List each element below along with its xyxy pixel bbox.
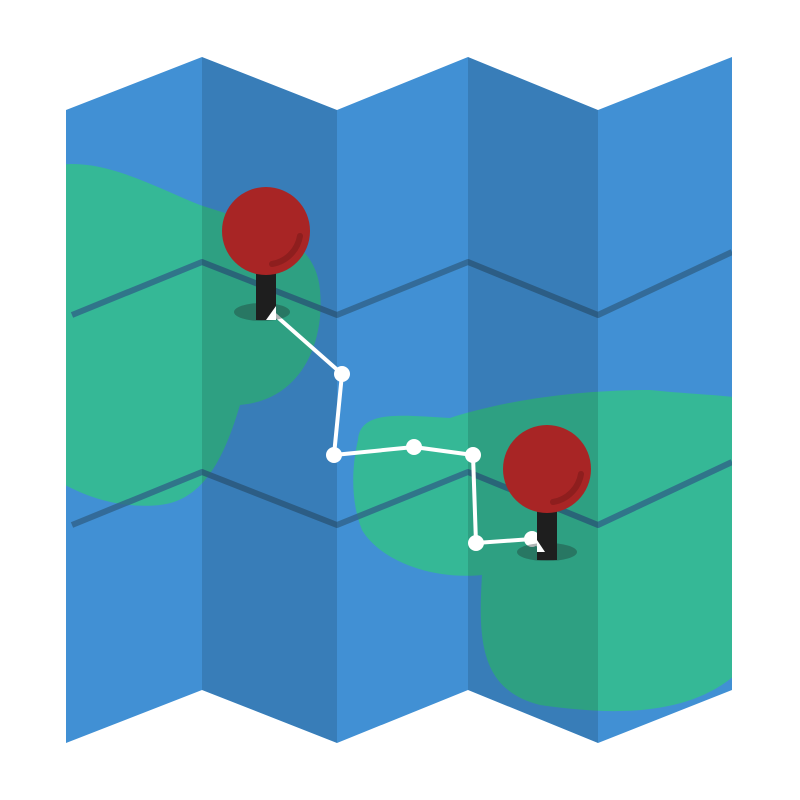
pin-head xyxy=(222,187,310,275)
map-pin-icon xyxy=(222,187,310,321)
pin-tip xyxy=(266,306,276,320)
pin-head-highlight xyxy=(269,233,303,267)
pin-tip xyxy=(537,540,545,552)
route-waypoint xyxy=(326,447,342,463)
fold-shade-1 xyxy=(202,57,337,743)
route-waypoint xyxy=(468,535,484,551)
route-line xyxy=(272,312,542,549)
route-waypoint xyxy=(334,366,350,382)
map-pin-icon xyxy=(503,425,591,561)
route-waypoint xyxy=(465,447,481,463)
fold-shade-2 xyxy=(468,57,598,743)
pin-stem xyxy=(537,508,557,560)
grid-line-lower xyxy=(70,459,732,528)
pin-head xyxy=(503,425,591,513)
route-waypoint xyxy=(406,439,422,455)
route-path-icon xyxy=(272,312,542,551)
pin-head-highlight xyxy=(550,471,584,505)
grid-line-upper xyxy=(70,249,732,318)
route-waypoint xyxy=(524,531,540,547)
pin-stem xyxy=(256,268,276,320)
